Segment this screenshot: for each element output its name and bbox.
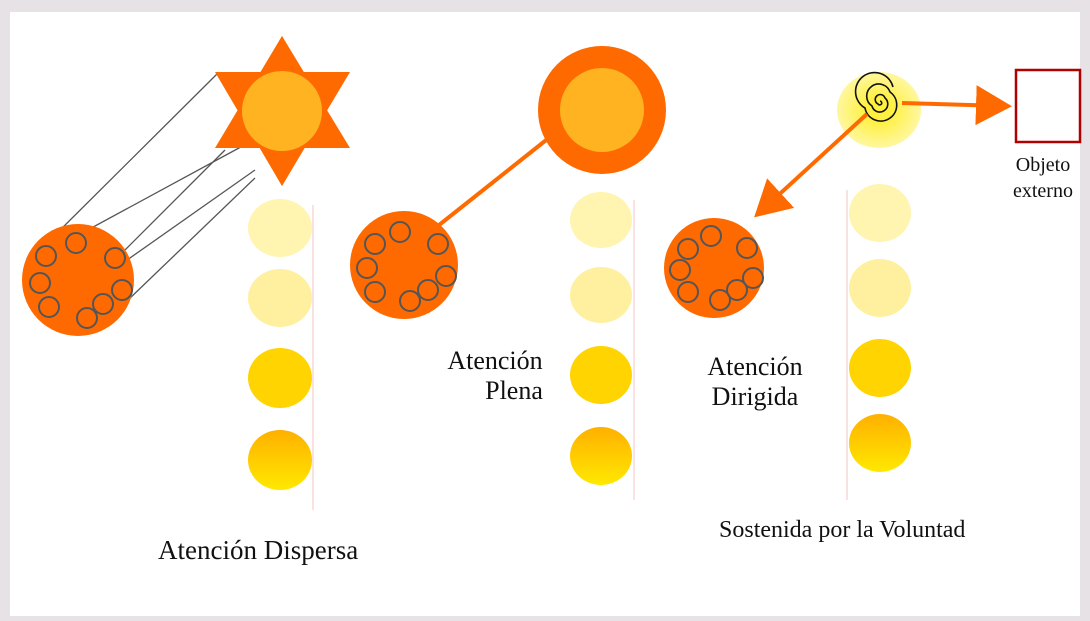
chakra-dot-icon — [849, 414, 911, 472]
chakra-dot-icon — [849, 259, 911, 317]
chakra-dot-icon — [248, 430, 312, 490]
chakra-dot-icon — [570, 192, 632, 248]
label-objeto-externo: Objeto externo — [996, 152, 1090, 204]
label-sostenida-voluntad: Sostenida por la Voluntad — [719, 517, 966, 543]
glow-sun-icon — [837, 72, 921, 148]
label-objeto-line2: externo — [1013, 180, 1073, 202]
chakra-dot-icon — [570, 346, 632, 404]
group-plena — [350, 46, 666, 500]
chakra-dot-icon — [248, 199, 312, 257]
chakra-dot-icon — [248, 348, 312, 408]
label-dirigida-line2: Dirigida — [711, 382, 799, 411]
label-atencion-dirigida: Atención Dirigida — [690, 352, 820, 412]
label-plena-line1: Atención — [447, 346, 543, 375]
group-dispersa — [22, 36, 350, 510]
label-dirigida-line1: Atención — [707, 352, 803, 381]
chakra-dot-icon — [849, 184, 911, 242]
label-objeto-line1: Objeto — [1015, 154, 1071, 176]
object-box-icon — [1014, 68, 1082, 144]
star-sun-icon — [215, 36, 350, 186]
chakra-dot-icon — [570, 267, 632, 323]
chakra-column-plena — [570, 192, 635, 500]
mind-ball-icon — [664, 218, 764, 318]
arrow-to-object — [901, 85, 1012, 126]
mind-ball-icon — [350, 211, 458, 319]
arrow-to-mind — [754, 112, 869, 218]
label-atencion-dispersa: Atención Dispersa — [158, 535, 359, 565]
spiral-icon — [854, 71, 898, 122]
label-atencion-plena: Atención Plena — [425, 346, 565, 406]
chakra-column-dispersa — [248, 199, 314, 510]
chakra-dot-icon — [248, 269, 312, 327]
chakra-dot-icon — [570, 427, 632, 485]
group-dirigida — [664, 68, 1082, 500]
chakra-dot-icon — [849, 339, 911, 397]
ring-sun-icon — [538, 46, 666, 174]
chakra-column-dirigida — [846, 184, 911, 500]
label-plena-line2: Plena — [485, 376, 543, 405]
mind-ball-icon — [22, 224, 134, 336]
